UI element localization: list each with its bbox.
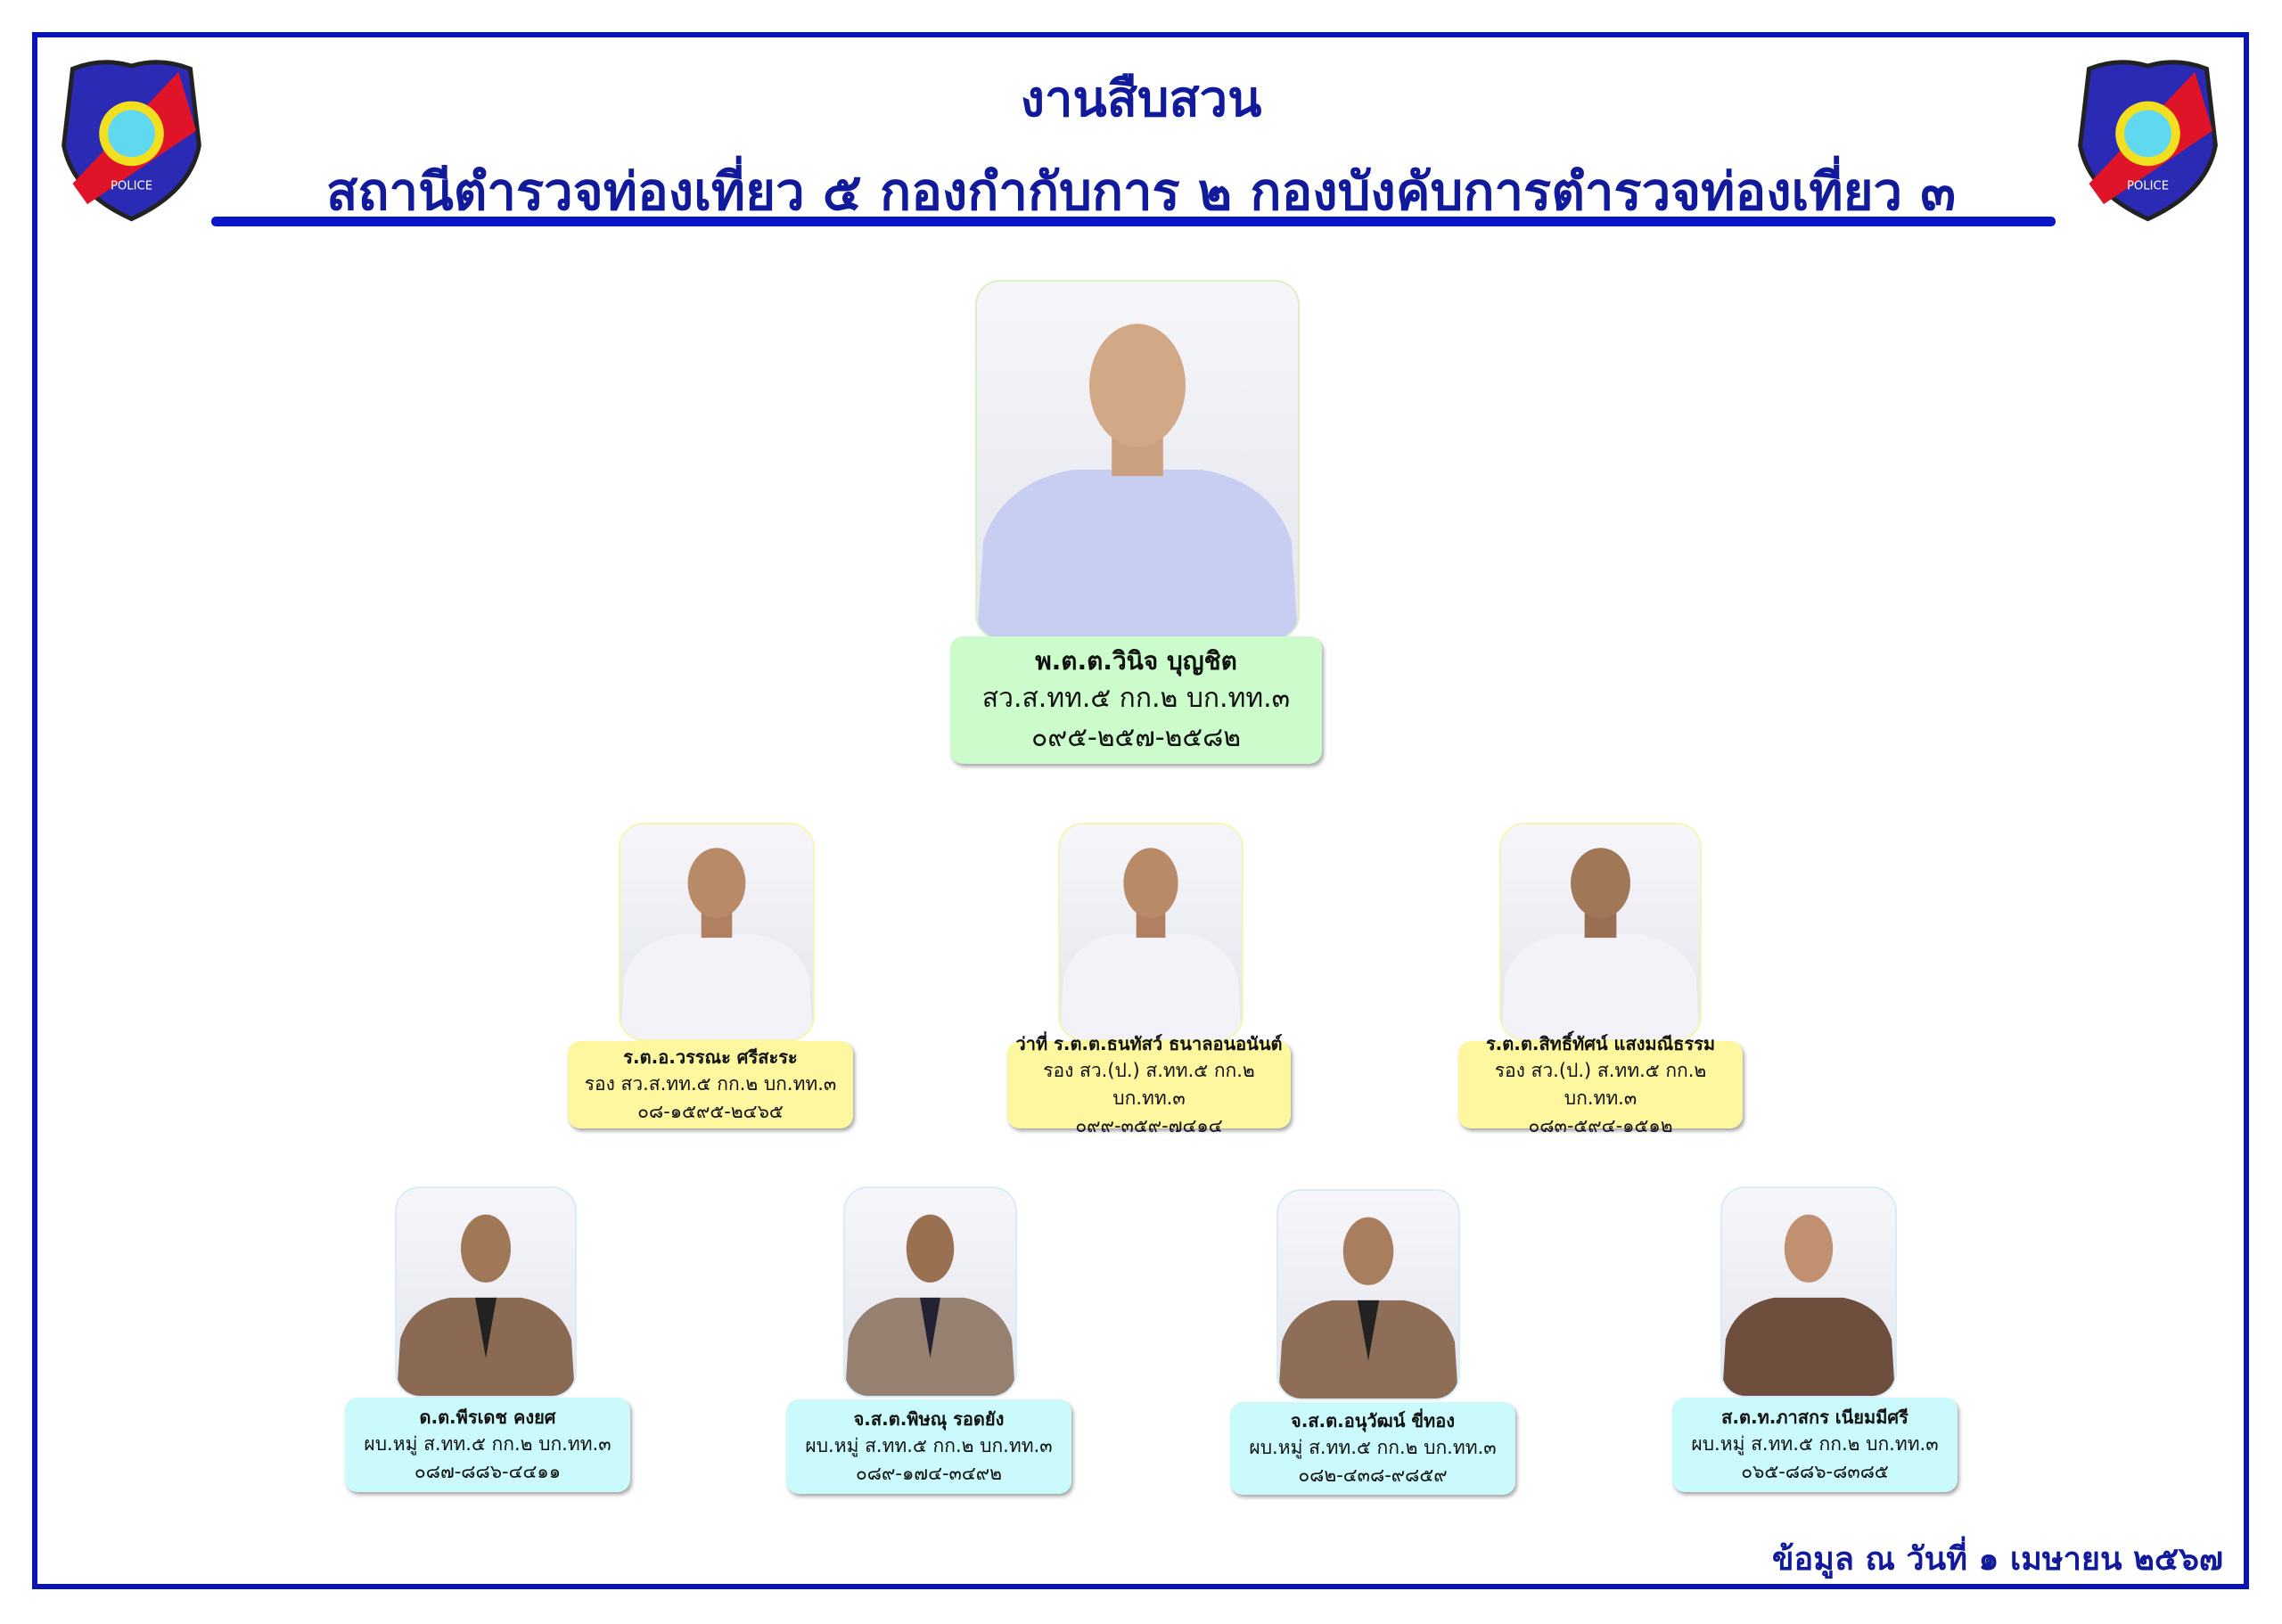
head-photo [975, 280, 1300, 640]
staff-name: ส.ต.ท.ภาสกร เนียมมีศรี [1721, 1407, 1909, 1428]
page-subtitle: สถานีตำรวจท่องเที่ยว ๕ กองกำกับการ ๒ กอง… [326, 161, 1956, 222]
title-underline [211, 217, 2056, 226]
staff-info-card: จ.ส.ต.อนุวัฒน์ ขี่ทอง ผบ.หมู่ ส.ทท.๕ กก.… [1230, 1402, 1515, 1495]
staff-photo [1720, 1186, 1897, 1398]
staff-info-card: ด.ต.พีรเดช คงยศ ผบ.หมู่ ส.ทท.๕ กก.๒ บก.ท… [345, 1398, 630, 1492]
tourist-police-badge-logo-right: POLICE [2078, 60, 2218, 222]
staff-photo [395, 1186, 577, 1398]
staff-photo [843, 1186, 1017, 1398]
deputy-position: รอง สว.ส.ทท.๕ กก.๒ บก.ทท.๓ [584, 1073, 837, 1095]
head-info-card: พ.ต.ต.วินิจ บุญชิต สว.ส.ทท.๕ กก.๒ บก.ทท.… [950, 636, 1322, 764]
deputy-info-card: ร.ต.อ.วรรณะ ศรีสะระ รอง สว.ส.ทท.๕ กก.๒ บ… [568, 1041, 853, 1128]
page-title: งานสืบสวน [1020, 70, 1262, 128]
staff-name: ด.ต.พีรเดช คงยศ [419, 1407, 556, 1428]
deputy-name: ว่าที่ ร.ต.ต.ธนทัสว์ ธนาลอนอนันต์ [1015, 1032, 1283, 1054]
tourist-police-badge-logo-left: POLICE [62, 60, 201, 222]
deputy-name: ร.ต.ต.สิทธิ์ทัศน์ แสงมณีธรรม [1485, 1032, 1716, 1054]
deputy-phone: ๐๘๓-๕๙๔-๑๕๑๒ [1528, 1114, 1673, 1136]
staff-name: จ.ส.ต.พิษณุ รอดยัง [853, 1408, 1005, 1430]
head-position: สว.ส.ทท.๕ กก.๒ บก.ทท.๓ [981, 682, 1291, 714]
staff-phone: ๐๘๒-๔๓๘-๙๘๕๙ [1298, 1464, 1448, 1486]
deputy-info-card: ร.ต.ต.สิทธิ์ทัศน์ แสงมณีธรรม รอง สว.(ป.)… [1458, 1033, 1743, 1136]
staff-position: ผบ.หมู่ ส.ทท.๕ กก.๒ บก.ทท.๓ [364, 1433, 612, 1455]
head-name: พ.ต.ต.วินิจ บุญชิต [1035, 645, 1237, 676]
deputy-position: รอง สว.(ป.) ส.ทท.๕ กก.๒ บก.ทท.๓ [1043, 1059, 1255, 1109]
staff-info-card: ส.ต.ท.ภาสกร เนียมมีศรี ผบ.หมู่ ส.ทท.๕ กก… [1672, 1398, 1958, 1492]
staff-position: ผบ.หมู่ ส.ทท.๕ กก.๒ บก.ทท.๓ [805, 1435, 1053, 1456]
page-border [32, 32, 2249, 1589]
deputy-position: รอง สว.(ป.) ส.ทท.๕ กก.๒ บก.ทท.๓ [1494, 1059, 1707, 1109]
staff-info-card: จ.ส.ต.พิษณุ รอดยัง ผบ.หมู่ ส.ทท.๕ กก.๒ บ… [786, 1399, 1071, 1494]
svg-text:POLICE: POLICE [2127, 180, 2169, 193]
deputy-phone: ๐๘-๑๕๙๕-๒๔๖๕ [637, 1101, 784, 1122]
staff-position: ผบ.หมู่ ส.ทท.๕ กก.๒ บก.ทท.๓ [1249, 1437, 1497, 1458]
data-date-note: ข้อมูล ณ วันที่ ๑ เมษายน ๒๕๖๗ [1771, 1541, 2223, 1578]
staff-phone: ๐๖๕-๘๘๖-๘๓๘๕ [1741, 1461, 1889, 1482]
staff-phone: ๐๘๙-๑๗๔-๓๔๙๒ [855, 1463, 1003, 1484]
deputy-name: ร.ต.อ.วรรณะ ศรีสะระ [623, 1046, 798, 1068]
deputy-photo [1499, 823, 1702, 1041]
deputy-phone: ๐๙๙-๓๕๙-๗๔๑๔ [1075, 1114, 1223, 1136]
head-phone: ๐๙๕-๒๕๗-๒๕๘๒ [1030, 721, 1242, 753]
staff-phone: ๐๘๗-๘๘๖-๔๔๑๑ [414, 1461, 562, 1482]
svg-text:POLICE: POLICE [111, 180, 152, 193]
deputy-info-card: ว่าที่ ร.ต.ต.ธนทัสว์ ธนาลอนอนันต์ รอง สว… [1007, 1033, 1291, 1136]
staff-photo [1276, 1189, 1460, 1400]
staff-position: ผบ.หมู่ ส.ทท.๕ กก.๒ บก.ทท.๓ [1691, 1433, 1939, 1455]
deputy-photo [619, 823, 815, 1041]
staff-name: จ.ส.ต.อนุวัฒน์ ขี่ทอง [1291, 1410, 1455, 1431]
deputy-photo [1058, 823, 1244, 1041]
